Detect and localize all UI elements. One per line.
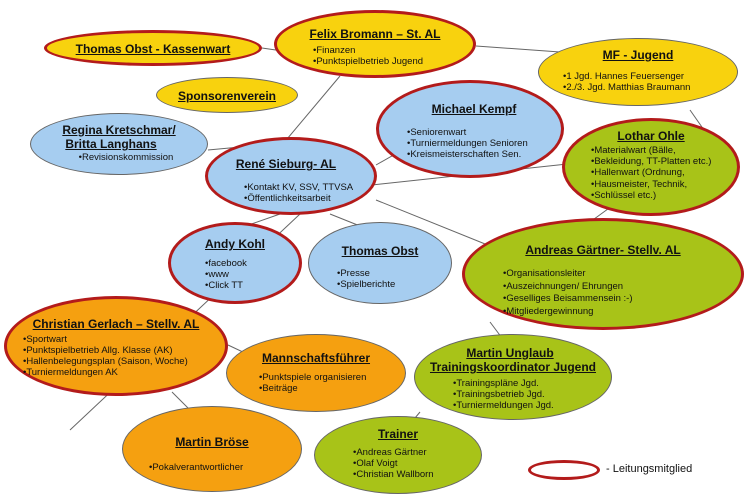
item: Punktspiele organisieren bbox=[259, 372, 366, 383]
node-rene-sieburg: René Sieburg- AL Kontakt KV, SSV, TTVSA … bbox=[205, 137, 377, 215]
node-felix-bromann: Felix Bromann – St. AL Finanzen Punktspi… bbox=[274, 10, 476, 78]
node-regina-britta: Regina Kretschmar/ Britta Langhans •Revi… bbox=[30, 113, 208, 175]
node-title: Michael Kempf bbox=[431, 102, 517, 116]
node-title: Mannschaftsführer bbox=[261, 351, 371, 365]
node-items: Presse Spielberichte bbox=[337, 268, 395, 290]
node-items: Finanzen Punktspielbetrieb Jugend bbox=[313, 45, 423, 67]
node-title: Felix Bromann – St. AL bbox=[309, 27, 441, 41]
item: Hallenbelegungsplan (Saison, Woche) bbox=[23, 356, 187, 367]
node-title: Andreas Gärtner- Stellv. AL bbox=[525, 243, 681, 257]
legend-label: - Leitungsmitglied bbox=[606, 463, 693, 475]
item: Trainingspläne Jgd. bbox=[453, 378, 554, 389]
node-items: Punktspiele organisieren Beiträge bbox=[259, 372, 366, 394]
connector-line bbox=[375, 199, 501, 251]
node-mannschaftsfuehrer: Mannschaftsführer Punktspiele organisier… bbox=[226, 334, 406, 412]
node-title: René Sieburg- AL bbox=[235, 157, 337, 171]
node-title: Trainer bbox=[377, 427, 419, 441]
node-items: Materialwart (Bälle, Bekleidung, TT-Plat… bbox=[591, 145, 711, 201]
connector-line bbox=[281, 75, 341, 146]
item: Seniorenwart bbox=[407, 127, 528, 138]
item: Auszeichnungen/ Ehrungen bbox=[503, 281, 633, 294]
node-title: Thomas Obst - Kassenwart bbox=[75, 42, 231, 56]
node-thomas-obst-kassenwart: Thomas Obst - Kassenwart bbox=[44, 30, 262, 66]
node-items: Trainingspläne Jgd. Trainingsbetrieb Jgd… bbox=[453, 378, 554, 411]
node-christian-gerlach: Christian Gerlach – Stellv. AL Sportwart… bbox=[4, 296, 228, 396]
item: Click TT bbox=[205, 280, 247, 291]
node-items: 1 Jgd. Hannes Feuersenger 2./3. Jgd. Mat… bbox=[563, 71, 690, 93]
item: Beiträge bbox=[259, 383, 366, 394]
node-title: MF - Jugend bbox=[602, 48, 674, 62]
node-trainer: Trainer Andreas Gärtner Olaf Voigt Chris… bbox=[314, 416, 482, 494]
item: Organisationsleiter bbox=[503, 268, 633, 281]
node-items: Pokalverantwortlicher bbox=[149, 462, 243, 473]
node-title: Regina Kretschmar/ bbox=[62, 123, 176, 137]
node-title: Christian Gerlach – Stellv. AL bbox=[32, 317, 200, 331]
node-items: facebook www Click TT bbox=[205, 258, 247, 291]
item: Christian Wallborn bbox=[353, 469, 433, 480]
item: Andreas Gärtner bbox=[353, 447, 434, 458]
node-title-2: Trainingskoordinator Jugend bbox=[429, 360, 596, 374]
item: Hausmeister, Technik, bbox=[591, 179, 711, 190]
item: Kontakt KV, SSV, TTVSA bbox=[244, 182, 353, 193]
item: Sportwart bbox=[23, 334, 188, 345]
item: Punktspielbetrieb Allg. Klasse (AK) bbox=[23, 345, 188, 356]
item: Finanzen bbox=[313, 45, 423, 56]
item: Geselliges Beisammensein :-) bbox=[503, 293, 632, 306]
item: Turniermeldungen Jgd. bbox=[453, 400, 553, 411]
legend: - Leitungsmitglied bbox=[528, 456, 748, 484]
node-title-2: Britta Langhans bbox=[65, 137, 157, 151]
node-martin-unglaub: Martin Unglaub Trainingskoordinator Juge… bbox=[414, 334, 612, 420]
node-items: Seniorenwart Turniermeldungen Senioren K… bbox=[407, 127, 528, 160]
connector-line bbox=[475, 45, 561, 53]
item: Presse bbox=[337, 268, 395, 279]
item: Mitgliedergewinnung bbox=[503, 306, 633, 319]
item: 2./3. Jgd. Matthias Braumann bbox=[563, 82, 690, 93]
node-title: Sponsorenverein bbox=[177, 89, 277, 103]
node-lothar-ohle: Lothar Ohle Materialwart (Bälle, Bekleid… bbox=[562, 118, 740, 216]
legend-leader-ellipse bbox=[528, 460, 600, 480]
node-mf-jugend: MF - Jugend 1 Jgd. Hannes Feuersenger 2.… bbox=[538, 38, 738, 106]
node-martin-broese: Martin Bröse Pokalverantwortlicher bbox=[122, 406, 302, 492]
item: Öffentlichkeitsarbeit bbox=[244, 193, 353, 204]
item: Materialwart (Bälle, bbox=[591, 145, 711, 156]
node-michael-kempf: Michael Kempf Seniorenwart Turniermeldun… bbox=[376, 80, 564, 178]
item: Schlüssel etc.) bbox=[591, 190, 711, 201]
item: 1 Jgd. Hannes Feuersenger bbox=[563, 71, 690, 82]
item: Punktspielbetrieb Jugend bbox=[313, 56, 423, 67]
item: Bekleidung, TT-Platten etc.) bbox=[591, 156, 711, 167]
node-andreas-gaertner: Andreas Gärtner- Stellv. AL Organisation… bbox=[462, 218, 744, 330]
item: Trainingsbetrieb Jgd. bbox=[453, 389, 554, 400]
node-title: Martin Unglaub bbox=[466, 346, 554, 360]
item: Hallenwart (Ordnung, bbox=[591, 167, 711, 178]
node-items: Organisationsleiter Auszeichnungen/ Ehru… bbox=[503, 268, 633, 319]
node-subtitle: •Revisionskommission bbox=[78, 152, 174, 163]
node-items: Sportwart Punktspielbetrieb Allg. Klasse… bbox=[23, 334, 188, 378]
node-thomas-obst-presse: Thomas Obst Presse Spielberichte bbox=[308, 222, 452, 304]
item: Spielberichte bbox=[337, 279, 395, 290]
node-andy-kohl: Andy Kohl facebook www Click TT bbox=[168, 222, 302, 304]
node-title: Andy Kohl bbox=[205, 237, 265, 251]
node-sponsorenverein: Sponsorenverein bbox=[156, 77, 298, 113]
node-items: Kontakt KV, SSV, TTVSA Öffentlichkeitsar… bbox=[244, 182, 353, 204]
node-title: Martin Bröse bbox=[175, 435, 249, 449]
node-title: Lothar Ohle bbox=[617, 129, 685, 143]
item: facebook bbox=[205, 258, 247, 269]
item: Turniermeldungen AK bbox=[23, 367, 188, 378]
item: Turniermeldungen Senioren bbox=[407, 138, 527, 149]
item: Pokalverantwortlicher bbox=[149, 462, 243, 473]
node-items: Andreas Gärtner Olaf Voigt Christian Wal… bbox=[353, 447, 434, 480]
item: Olaf Voigt bbox=[353, 458, 434, 469]
node-title: Thomas Obst bbox=[341, 244, 419, 258]
item: Kreismeisterschaften Sen. bbox=[407, 149, 528, 160]
item: www bbox=[205, 269, 247, 280]
